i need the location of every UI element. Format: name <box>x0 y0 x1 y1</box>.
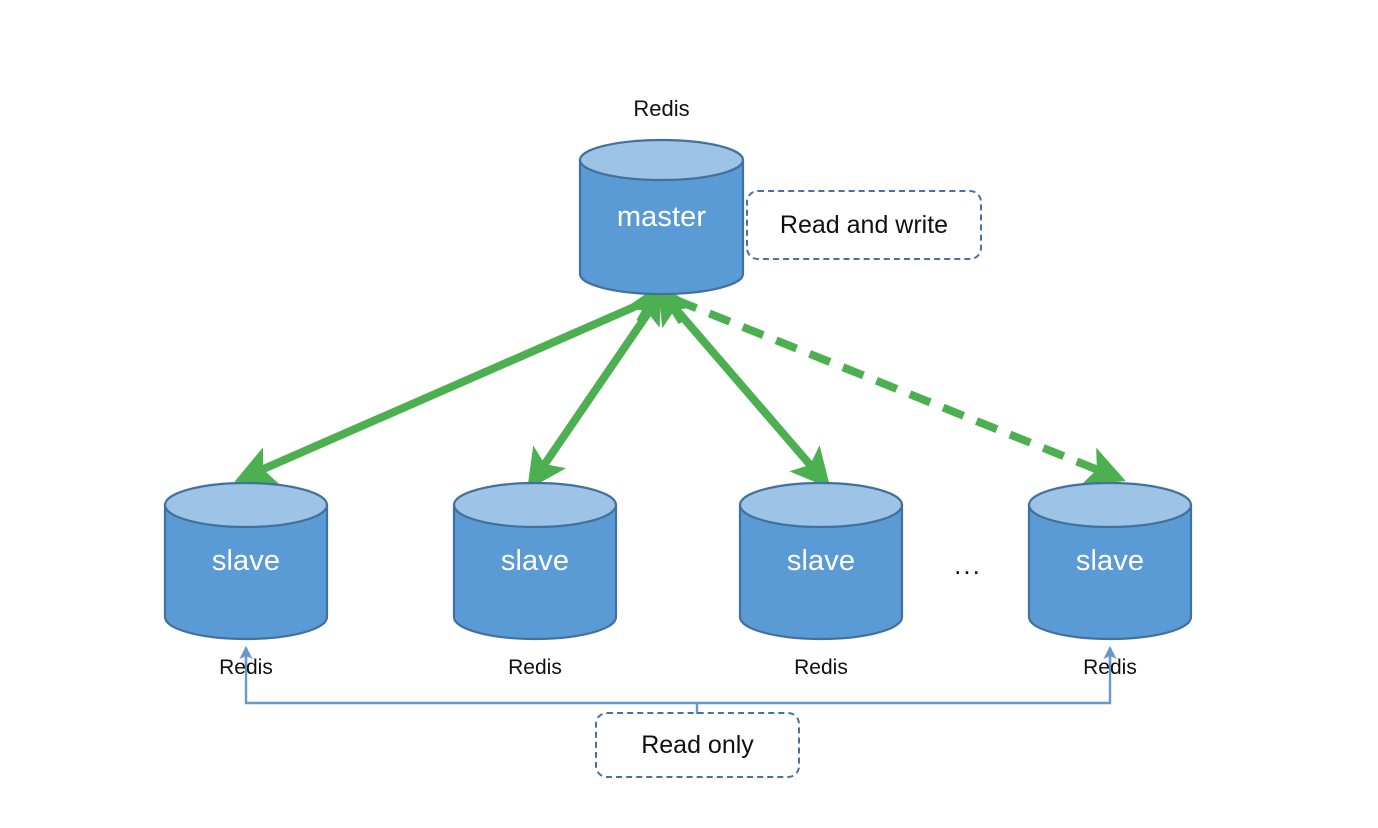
node-slave-3[interactable]: slave <box>738 481 904 641</box>
callout-read-and-write-text: Read and write <box>779 210 949 239</box>
cylinder-shape-master <box>578 138 745 296</box>
node-slave-2-label: slave <box>500 544 570 577</box>
read-only-connector <box>239 645 1117 714</box>
edge-arrowhead-into-master-right <box>657 283 697 329</box>
node-slave-1-label: slave <box>211 544 281 577</box>
node-master-caption: Redis <box>633 96 690 121</box>
read-only-bus-path <box>244 650 1112 705</box>
callout-read-only-text: Read only <box>641 730 754 759</box>
edge-master-to-slave-4-dashed <box>674 296 1126 485</box>
cylinder-shape-slave-4 <box>1027 481 1193 641</box>
node-slave-1[interactable]: slave <box>163 481 329 641</box>
cylinder-shape-slave-3 <box>738 481 904 641</box>
node-slave-3-caption: Redis <box>794 656 848 679</box>
node-slave-4[interactable]: slave <box>1027 481 1193 641</box>
node-slave-1-caption: Redis <box>219 656 273 679</box>
edge-master-to-slave-3 <box>664 297 831 489</box>
callout-read-and-write[interactable]: Read and write <box>746 190 982 260</box>
edge-master-to-slave-2 <box>527 297 661 490</box>
ellipsis-more-slaves: ... <box>954 550 982 580</box>
node-slave-3-label: slave <box>786 544 856 577</box>
cylinder-shape-slave-2 <box>452 481 618 641</box>
node-master-label: master <box>616 200 707 233</box>
replication-edges <box>234 283 1126 490</box>
node-master[interactable]: master <box>578 138 745 296</box>
node-slave-4-label: slave <box>1075 544 1145 577</box>
node-slave-4-caption: Redis <box>1083 656 1137 679</box>
callout-read-only[interactable]: Read only <box>595 712 800 778</box>
node-slave-2-caption: Redis <box>508 656 562 679</box>
edge-arrowhead-into-master-left <box>624 283 662 328</box>
node-slave-2[interactable]: slave <box>452 481 618 641</box>
cylinder-shape-slave-1 <box>163 481 329 641</box>
edge-master-to-slave-1 <box>234 296 652 484</box>
